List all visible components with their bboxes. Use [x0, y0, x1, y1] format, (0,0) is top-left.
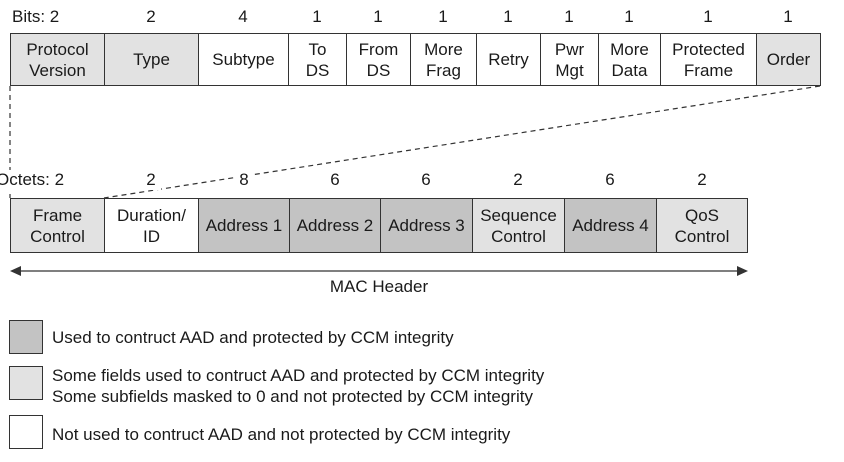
- field-address-1: Address 1: [198, 198, 290, 253]
- field-address-3: Address 3: [380, 198, 473, 253]
- bit-width-label: 2: [146, 7, 156, 26]
- octet-width-label: 2: [141, 170, 161, 190]
- bit-width-label: 1: [373, 7, 383, 26]
- field-retry: Retry: [476, 33, 541, 86]
- connector-right: [103, 85, 821, 199]
- span-arrow-right-icon: [737, 266, 748, 276]
- field-pwr-mgt: Pwr Mgt: [540, 33, 599, 86]
- field-sequence-control: Sequence Control: [472, 198, 565, 253]
- bit-width-label: 1: [312, 7, 322, 26]
- bit-width-label: 1: [783, 7, 793, 26]
- legend-text-white: Not used to contruct AAD and not protect…: [52, 425, 511, 444]
- field-address-2: Address 2: [289, 198, 381, 253]
- field-duration-id: Duration/ ID: [104, 198, 199, 253]
- legend-swatch-light: [9, 366, 43, 400]
- legend-swatch-white: [9, 415, 43, 449]
- octet-width-label: 6: [325, 170, 345, 190]
- legend-swatch-dark: [9, 320, 43, 354]
- field-qos-control: QoS Control: [656, 198, 748, 253]
- octet-width-label: 2: [513, 170, 523, 189]
- field-address-4: Address 4: [564, 198, 657, 253]
- octets-label: Octets: 2: [0, 170, 67, 190]
- mac-header-label: MAC Header: [329, 277, 429, 296]
- field-frame-control: Frame Control: [10, 198, 105, 253]
- field-type: Type: [104, 33, 199, 86]
- octet-width-label: 8: [234, 170, 254, 190]
- legend-text-dark: Used to contruct AAD and protected by CC…: [52, 328, 454, 347]
- field-more-frag: More Frag: [410, 33, 477, 86]
- field-to-ds: To DS: [288, 33, 347, 86]
- bit-width-label: 1: [703, 7, 713, 26]
- legend-text-light: Some fields used to contruct AAD and pro…: [52, 366, 545, 406]
- field-order: Order: [756, 33, 821, 86]
- bit-width-label: 1: [438, 7, 448, 26]
- field-from-ds: From DS: [346, 33, 411, 86]
- bit-width-label: 1: [564, 7, 574, 26]
- bit-width-label: 1: [624, 7, 634, 26]
- bit-width-label: 1: [503, 7, 513, 26]
- octet-width-label: 6: [416, 170, 436, 190]
- octet-width-label: 6: [605, 170, 615, 189]
- field-protected-frame: Protected Frame: [660, 33, 757, 86]
- bits-label: Bits: 2: [12, 7, 60, 26]
- span-arrow-left-icon: [10, 266, 21, 276]
- bit-width-label: 4: [238, 7, 248, 26]
- field-protocol-version: Protocol Version: [10, 33, 105, 86]
- octet-width-label: 2: [697, 170, 707, 189]
- field-subtype: Subtype: [198, 33, 289, 86]
